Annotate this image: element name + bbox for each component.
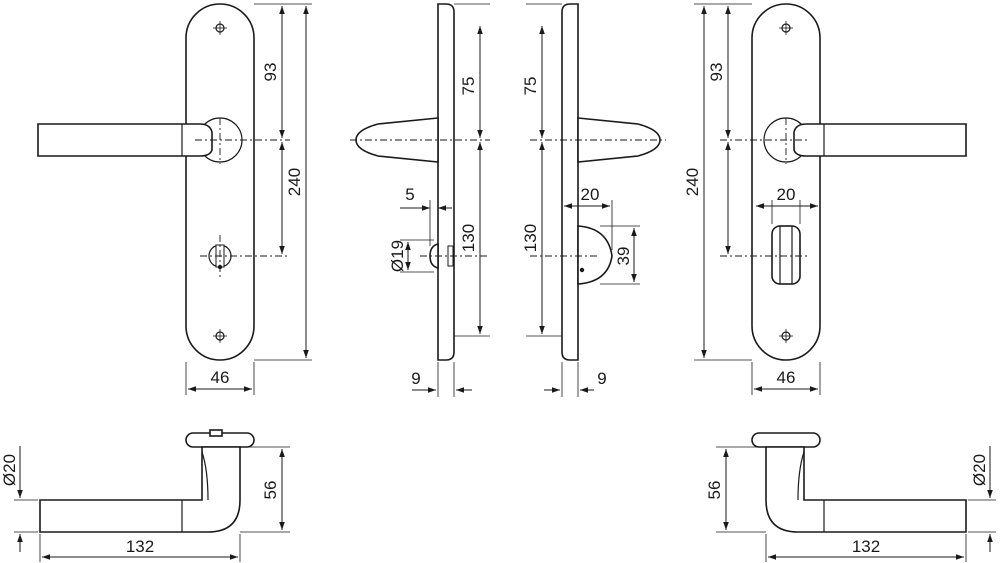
plate-edge <box>437 3 455 361</box>
dim-56-left: 56 <box>261 481 280 500</box>
dim-20-right: 20 <box>777 185 796 204</box>
rose-cap <box>209 429 223 437</box>
dim-9-left: 9 <box>411 369 420 388</box>
dim-240-right: 240 <box>683 168 702 196</box>
dim-5: 5 <box>405 185 414 204</box>
screw-hole-top <box>213 21 227 35</box>
dim-93-left: 93 <box>261 63 280 82</box>
dim-132-right: 132 <box>852 537 880 556</box>
dim-9-right: 9 <box>597 369 606 388</box>
dim-d19: Ø19 <box>388 240 407 272</box>
dim-75-left: 75 <box>459 77 478 96</box>
dim-39: 39 <box>614 247 633 266</box>
screw-hole-bottom-right <box>779 329 793 343</box>
dim-46-right: 46 <box>777 368 796 387</box>
lever-handle-right <box>793 123 967 157</box>
backplate-right <box>751 3 821 361</box>
dim-20-middle: 20 <box>581 185 600 204</box>
front-view-left: 93 240 46 <box>37 3 312 395</box>
front-view-right: 93 240 20 46 <box>683 3 967 395</box>
dim-130-left: 130 <box>459 224 478 252</box>
dim-75-right: 75 <box>521 77 540 96</box>
side-view-left: 75 130 5 Ø19 9 <box>350 3 490 397</box>
dim-132-left: 132 <box>126 537 154 556</box>
screw-hole-top-right <box>779 21 793 35</box>
screw-hole-bottom <box>213 329 227 343</box>
top-view-right: 56 Ø20 132 <box>705 432 996 562</box>
dim-93-right: 93 <box>707 63 726 82</box>
plate-edge-right <box>561 3 579 361</box>
dim-d20-right: Ø20 <box>970 454 989 486</box>
side-view-right: 75 130 20 39 9 <box>521 3 666 397</box>
dim-240-left: 240 <box>285 168 304 196</box>
dim-d20-left: Ø20 <box>0 454 19 486</box>
dim-56-right: 56 <box>705 481 724 500</box>
thumbturn-knob <box>771 225 801 285</box>
lever-top <box>39 446 241 533</box>
top-view-left: 56 Ø20 132 <box>0 429 290 562</box>
backplate <box>185 3 255 361</box>
dim-130-right: 130 <box>521 224 540 252</box>
thumbturn-side-right <box>577 225 613 285</box>
lever-top-right <box>765 446 967 533</box>
lever-handle <box>37 123 213 157</box>
dim-46-left: 46 <box>211 368 230 387</box>
rose-top-right <box>751 432 821 448</box>
